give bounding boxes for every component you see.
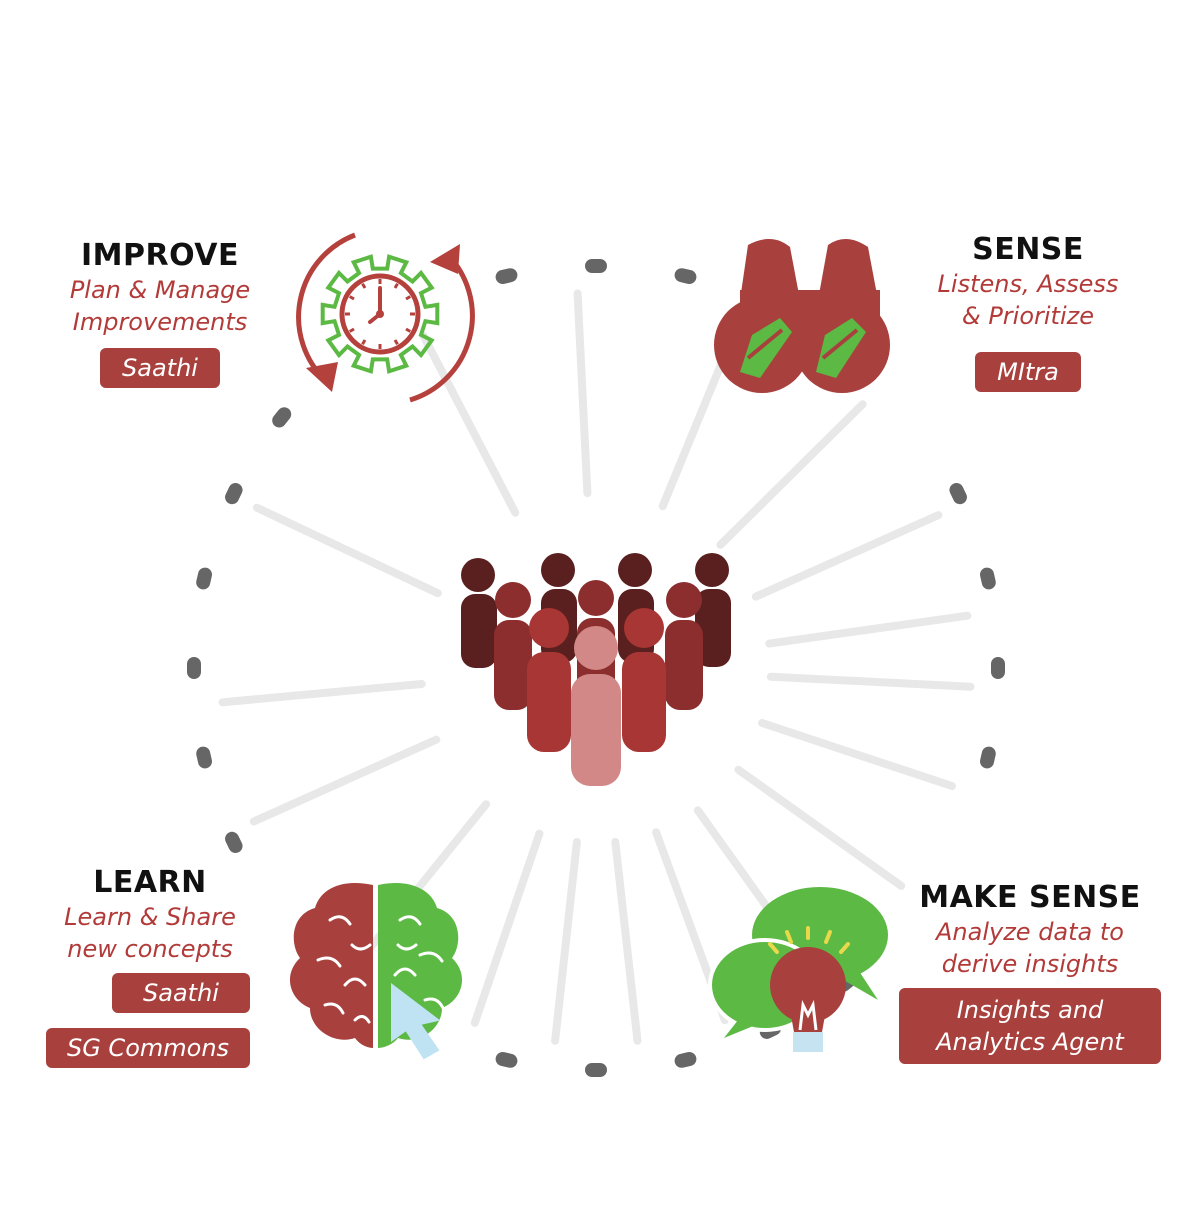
ring-dash — [674, 1052, 697, 1068]
clock-tick — [405, 327, 412, 333]
ring-dash — [991, 657, 1005, 679]
brain-cursor-icon — [289, 882, 463, 1060]
clock-tick — [393, 339, 399, 346]
ring-dash — [949, 482, 967, 505]
sense-stage: SENSE Listens, Assess & Prioritize MItra — [908, 232, 1148, 392]
learn-desc-line2: new concepts — [67, 935, 233, 963]
learn-agent-tag-saathi: Saathi — [112, 973, 250, 1013]
radial-ray — [551, 838, 581, 1045]
clock-tick — [361, 339, 367, 346]
radial-ray — [470, 829, 544, 1027]
make-sense-stage: MAKE SENSE Analyze data to derive insigh… — [895, 880, 1165, 1064]
make-sense-desc-line2: derive insights — [941, 950, 1119, 978]
lightbulb-speech-bubbles-icon — [708, 887, 888, 1052]
ring-dash — [187, 657, 201, 679]
radial-ray — [766, 672, 975, 691]
learn-desc-line1: Learn & Share — [64, 903, 236, 931]
ring-dash — [585, 1063, 607, 1077]
make-sense-agent-tag-line2: Analytics Agent — [936, 1028, 1124, 1056]
ring-dash — [196, 746, 212, 769]
make-sense-title: MAKE SENSE — [919, 880, 1141, 915]
ring-dash — [495, 1052, 518, 1068]
people-group-icon — [461, 553, 731, 786]
clock-tick — [393, 282, 399, 289]
improve-desc-line2: Improvements — [72, 308, 248, 336]
radial-ray — [419, 331, 520, 517]
binoculars-icon — [714, 238, 890, 393]
radial-ray — [765, 611, 972, 648]
sense-title: SENSE — [972, 232, 1084, 267]
ring-dash — [272, 407, 292, 428]
radial-ray — [573, 289, 592, 498]
ring-dash — [225, 482, 243, 505]
sense-agent-tag: MItra — [975, 352, 1081, 392]
radial-ray — [758, 719, 956, 790]
learn-stage: LEARN Learn & Share new concepts Saathi … — [30, 865, 270, 1068]
learn-agent-tag-sg-commons: SG Commons — [46, 1028, 250, 1068]
learn-title: LEARN — [93, 865, 207, 900]
improve-agent-tag: Saathi — [100, 348, 220, 388]
clock-tick — [405, 295, 412, 301]
sense-desc-line2: & Prioritize — [961, 302, 1094, 330]
ring-dash — [225, 831, 243, 854]
clock-tick — [348, 327, 355, 333]
ring-dash — [196, 567, 212, 590]
make-sense-agent-tag-line1: Insights and — [956, 996, 1104, 1024]
ring-dash — [495, 268, 518, 284]
radial-ray — [249, 735, 441, 826]
improve-stage: IMPROVE Plan & Manage Improvements Saath… — [40, 238, 280, 388]
radial-ray — [716, 400, 867, 549]
radial-rays — [218, 289, 975, 1045]
radial-ray — [734, 765, 906, 890]
clock-tick — [348, 295, 355, 301]
radial-ray — [218, 680, 426, 707]
improve-desc-line1: Plan & Manage — [69, 276, 251, 304]
ring-dash — [585, 259, 607, 273]
gear-clock-cycle-icon — [296, 232, 475, 403]
improve-title: IMPROVE — [80, 238, 239, 273]
ring-dash — [980, 567, 996, 590]
ring-dash — [674, 268, 697, 284]
make-sense-desc-line1: Analyze data to — [936, 918, 1124, 946]
radial-ray — [253, 503, 442, 598]
gear-outline — [320, 254, 440, 374]
clock-tick — [361, 282, 367, 289]
sense-desc-line1: Listens, Assess — [937, 270, 1119, 298]
make-sense-agent-tag: Insights and Analytics Agent — [899, 988, 1161, 1064]
radial-ray — [611, 837, 642, 1045]
ring-dash — [980, 746, 996, 769]
radial-ray — [751, 511, 943, 601]
